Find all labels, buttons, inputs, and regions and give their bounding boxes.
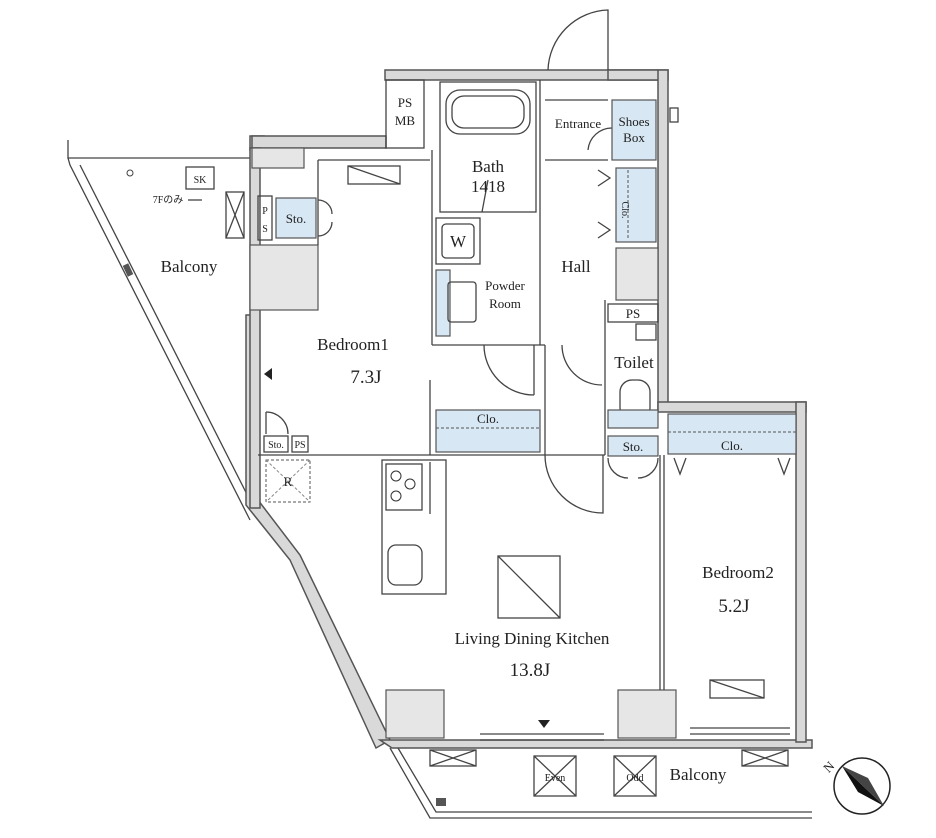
ps-side-label-2: S	[262, 224, 268, 235]
bedroom1-size: 7.3J	[350, 367, 381, 388]
ldk-label: Living Dining Kitchen	[455, 629, 610, 648]
bath-size: 1418	[471, 177, 505, 196]
bath-label: Bath	[472, 157, 505, 176]
bedroom2-size: 5.2J	[718, 596, 749, 617]
even-label: Even	[545, 773, 566, 784]
powder-room-label-1: Powder	[485, 278, 525, 293]
storage-small: Sto. PS R	[263, 435, 311, 503]
shoes-box-label-2: Box	[623, 130, 645, 145]
sk-label: SK	[194, 175, 208, 186]
bedroom2-closet: Clo.	[667, 413, 797, 476]
balcony-south-label: Balcony	[670, 765, 727, 784]
toilet-label: Toilet	[614, 353, 654, 372]
ps-small-label: PS	[294, 440, 305, 451]
refrigerator-label: R	[284, 474, 293, 489]
bedroom2-label: Bedroom2	[702, 563, 774, 582]
ldk-size: 13.8J	[510, 660, 551, 681]
powder-room-label-2: Room	[489, 296, 521, 311]
toilet-room: PS Toilet	[607, 303, 659, 429]
bedroom1-closet: Clo.	[435, 409, 541, 453]
hall-closet-label: Clo.	[619, 202, 630, 219]
entrance-area: Entrance	[545, 9, 613, 151]
interior-walls	[258, 80, 665, 690]
balcony-south: Even Odd Balcony	[429, 749, 789, 806]
hall-label: Hall	[561, 257, 591, 276]
compass-label: N	[820, 758, 838, 776]
sto-small-label: Sto.	[268, 440, 284, 451]
shoes-box: Shoes Box	[611, 99, 679, 161]
ps-side: P S Sto.	[257, 195, 333, 241]
odd-label: Odd	[626, 773, 643, 784]
ps-mb-label-2: MB	[395, 113, 416, 128]
storage-hall: Sto.	[544, 435, 659, 514]
sk-note: 7Fのみ	[153, 195, 184, 206]
powder-room: W Powder Room	[435, 217, 535, 396]
ps-mb-label-1: PS	[398, 95, 412, 110]
washer-label: W	[450, 232, 467, 251]
sto-hall-label: Sto.	[623, 439, 644, 454]
ps-mb-shaft: PS MB	[385, 79, 425, 149]
bedroom2: Bedroom2 5.2J	[690, 563, 790, 735]
shoes-box-label-1: Shoes	[618, 114, 649, 129]
sto-bed1-label: Sto.	[286, 211, 307, 226]
ps-toilet-label: PS	[626, 306, 640, 321]
bedroom2-closet-label: Clo.	[721, 438, 743, 453]
balcony-west-label: Balcony	[161, 257, 218, 276]
bedroom1-label: Bedroom1	[317, 335, 389, 354]
ps-side-label-1: P	[262, 206, 268, 217]
bath-room: Bath 1418	[439, 81, 537, 213]
bedroom1: Bedroom1 7.3J	[264, 165, 401, 435]
bedroom1-closet-label: Clo.	[477, 411, 499, 426]
living-dining-kitchen: Living Dining Kitchen 13.8J	[381, 459, 610, 741]
entrance-label: Entrance	[555, 116, 601, 131]
hall-closet: Clo.	[597, 167, 657, 243]
hall: Hall	[561, 257, 603, 386]
balcony-west: SK 7Fのみ Balcony	[122, 166, 245, 277]
outer-walls	[67, 69, 813, 819]
north-compass-icon: N	[820, 757, 891, 815]
